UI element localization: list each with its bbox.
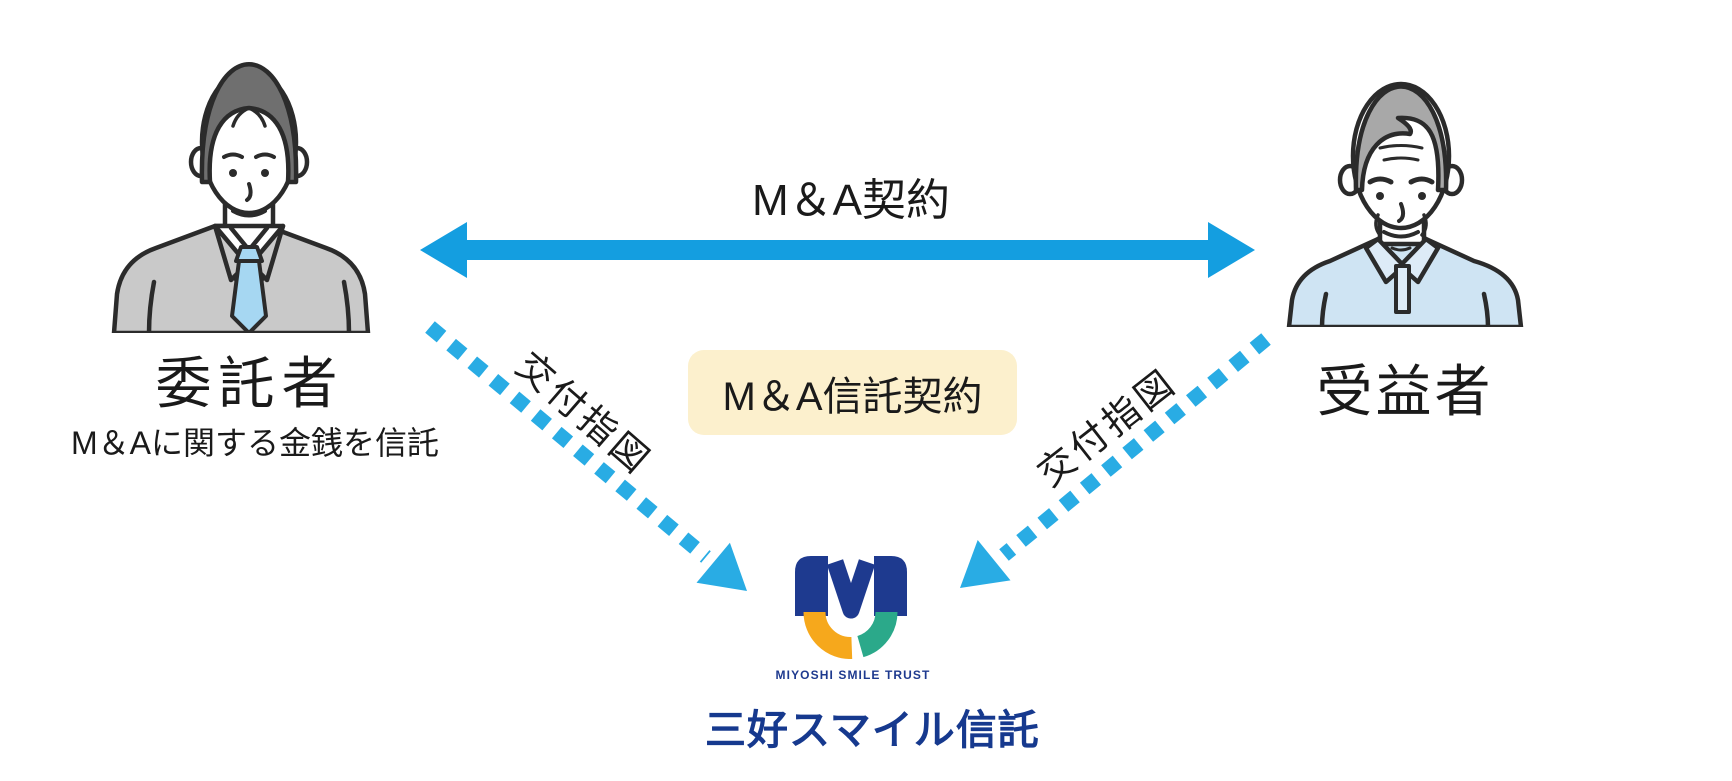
eye-right [1418,192,1426,200]
beneficiary-title: 受益者 [1316,360,1494,423]
logo-m-right-bar [874,556,907,616]
eye-right [261,169,269,177]
mouth [231,209,267,218]
ma-contract-label: M＆A契約 [752,176,950,225]
arm-seam-left [146,279,157,333]
hair-part-left [231,106,251,128]
nose [1397,202,1406,223]
beneficiary-person-illustration [1286,81,1524,327]
logo-m-left-bar [795,556,828,616]
mouth [1382,230,1420,239]
placket [1394,264,1411,314]
brow-right [254,152,276,159]
brow-left [1367,176,1394,185]
logo-u-orange [803,611,853,659]
nose [245,182,253,202]
arm-seam-left [1319,291,1329,327]
forehead-wrinkle-1 [1378,144,1424,150]
miyoshi-logo-mark-icon [795,556,907,659]
ma-contract-double-arrow-icon [420,222,1255,278]
arm-seam-right [341,279,352,333]
trustee-name-ja: 三好スマイル信託 [705,707,1040,753]
instruction-arrow-right-icon [960,333,1271,588]
logo-m-middle-v [826,559,876,619]
hair-part-right [247,106,267,128]
tie-blade [230,259,268,333]
chin-crease [1390,246,1412,252]
hair [1353,84,1449,193]
instruction-arrow-left-icon [425,321,747,591]
trustee-name-en: MIYOSHI SMILE TRUST [775,668,931,682]
eye-left [229,169,237,177]
trust-contract-box: M＆A信託契約 [688,350,1017,435]
smile-line-left [1374,213,1382,237]
trust-contract-label: M＆A信託契約 [722,374,983,419]
tie-knot [234,245,264,263]
hair [199,62,299,185]
brow-right [1408,176,1435,185]
logo-u-teal [856,611,898,658]
eye-left [1376,192,1384,200]
settlor-title: 委託者 [155,352,345,415]
forehead-wrinkle-2 [1382,156,1420,162]
smile-line-right [1420,213,1428,237]
settlor-subtitle: M＆Aに関する金銭を信託 [70,425,439,461]
arm-seam-right [1481,291,1491,327]
settlor-person-illustration [111,62,371,333]
brow-left [222,152,244,159]
